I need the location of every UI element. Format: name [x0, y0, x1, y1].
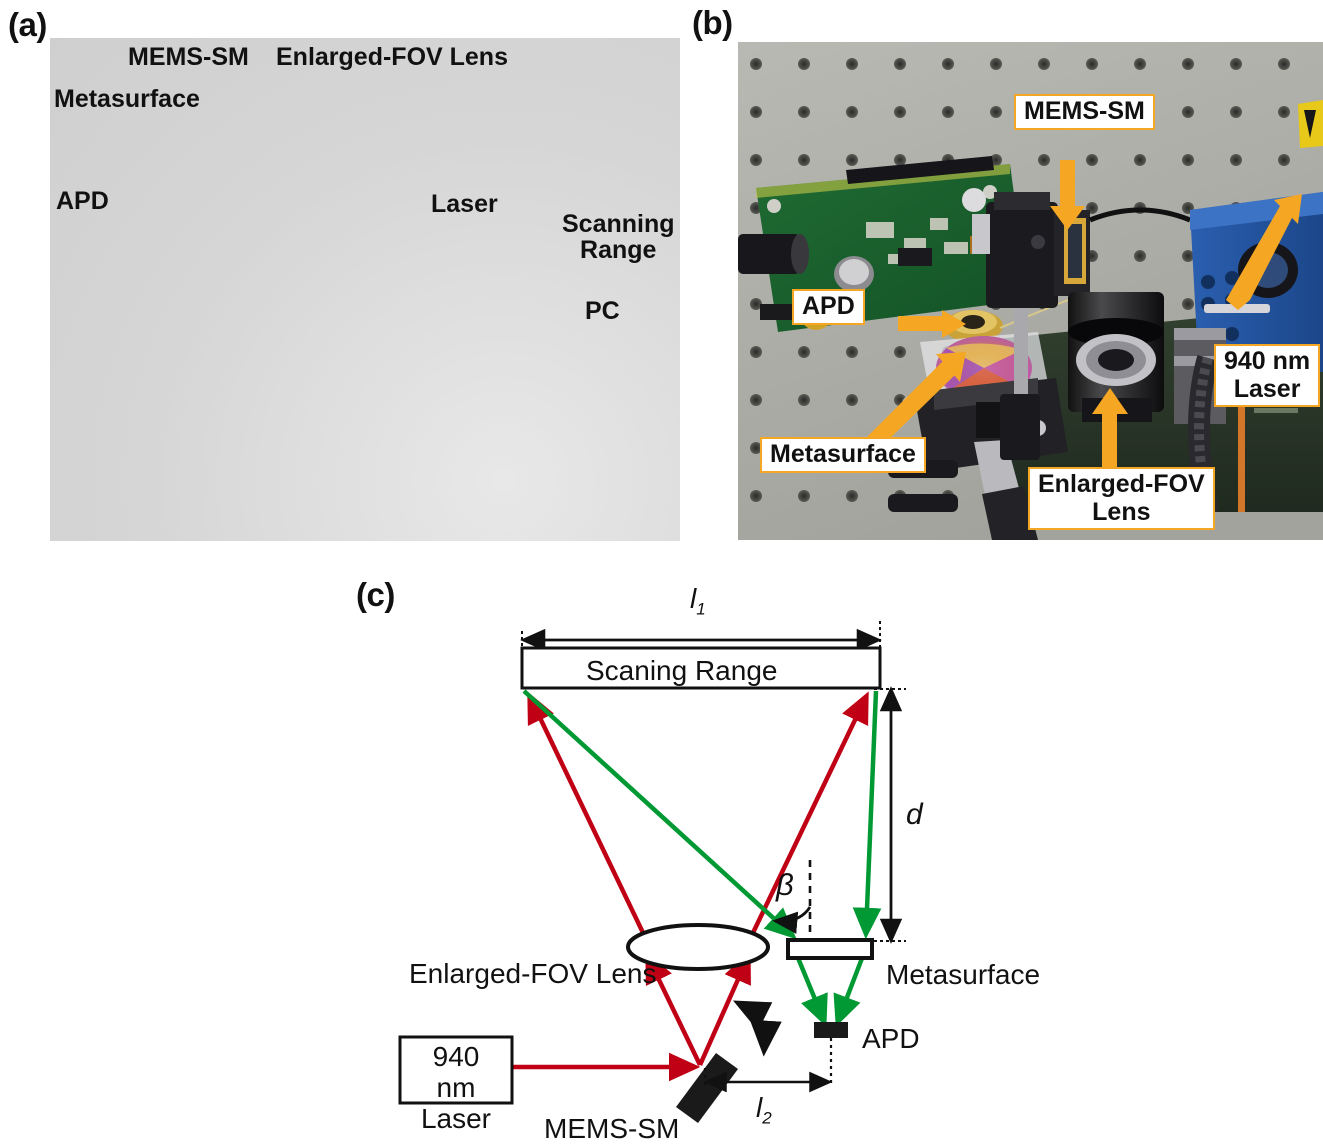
- panel-b-callout-enlarged-fov-lens: Enlarged-FOV Lens: [1028, 467, 1215, 530]
- panel-b-callout-apd: APD: [792, 289, 865, 325]
- panel-c-dim-l1-subscript: 1: [696, 599, 706, 619]
- panel-c-label-metasurface: Metasurface: [886, 959, 1041, 990]
- panel-c-dim-d: d: [906, 798, 923, 831]
- panel-c-dim-l1: l1: [690, 583, 706, 620]
- panel-b-letter: (b): [692, 4, 733, 41]
- panel-c-graphic: [398, 621, 906, 1123]
- panel-a-label-enlarged-fov-lens: Enlarged-FOV Lens: [276, 43, 508, 71]
- panel-c-diagram: (c): [0, 555, 1323, 1144]
- panel-c-label-enlarged-fov-lens: Enlarged-FOV Lens: [409, 958, 657, 989]
- panel-a-image: Metasurface MEMS-SM Enlarged-FOV Lens AP…: [50, 38, 680, 541]
- panel-a-label-apd: APD: [56, 187, 109, 215]
- panel-c-dim-l1-symbol: l: [690, 583, 697, 614]
- panel-a-label-pc: PC: [585, 297, 620, 325]
- panel-b-callout-laser-940nm: 940 nm Laser: [1214, 344, 1321, 407]
- panel-c-dim-l2-subscript: 2: [762, 1108, 772, 1128]
- panel-c-laser-box-label: 940 nm Laser: [420, 1041, 492, 1134]
- panel-b-callout-mems-sm: MEMS-SM: [1014, 94, 1155, 130]
- panel-c-dim-l2-symbol: l: [756, 1092, 763, 1123]
- panel-c-label-mems-sm: MEMS-SM: [544, 1113, 680, 1144]
- panel-a-label-mems-sm: MEMS-SM: [128, 43, 249, 71]
- panel-a-letter: (a): [8, 6, 47, 43]
- panel-a-label-laser: Laser: [431, 190, 498, 218]
- panel-a-background: [50, 38, 680, 541]
- panel-b-photo: MEMS-SM APD Metasurface Enlarged-FOV Len…: [738, 42, 1323, 540]
- panel-a-label-scanning-range: Scanning Range: [562, 210, 675, 265]
- panel-a-label-metasurface: Metasurface: [54, 85, 200, 113]
- panel-b-callout-metasurface: Metasurface: [760, 437, 926, 473]
- panel-c-letter: (c): [356, 576, 395, 613]
- panel-c-label-apd: APD: [862, 1023, 920, 1054]
- panel-c-scanning-range-label: Scaning Range: [586, 655, 778, 686]
- panel-c-dim-l2: l2: [756, 1092, 772, 1129]
- panel-c-angle-beta: β: [776, 867, 794, 902]
